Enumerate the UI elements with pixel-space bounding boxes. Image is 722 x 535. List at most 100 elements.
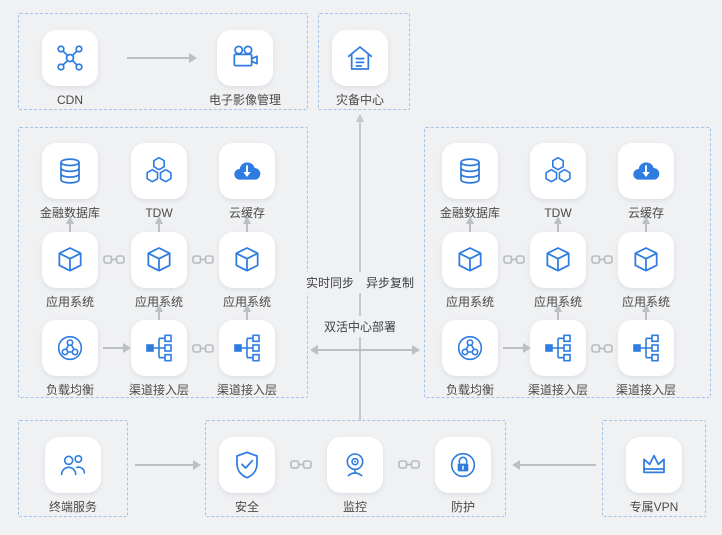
tile [42, 143, 98, 199]
node-monitoring: 监控 [310, 437, 400, 514]
tile [327, 437, 383, 493]
node-label: 灾备中心 [335, 93, 384, 107]
node-label: 渠道接入层 [615, 383, 676, 397]
node-label: 应用系统 [134, 295, 183, 309]
link-icon [103, 254, 125, 265]
node-label: 云缓存 [228, 206, 265, 220]
channel-access-icon [143, 332, 175, 364]
cdn-network-icon [54, 42, 86, 74]
link-icon [290, 459, 312, 470]
arrow-up [641, 216, 650, 232]
node-financial-db: 金融数据库 [25, 143, 115, 220]
tile [219, 143, 275, 199]
cloud-download-icon [231, 155, 263, 187]
video-camera-icon [229, 42, 261, 74]
dr-tile [332, 30, 388, 86]
arrow-up [465, 216, 474, 232]
node-app-system: 应用系统 [114, 232, 204, 309]
users-icon [57, 449, 89, 481]
arrow-terminal-to-security [135, 460, 201, 470]
node-label: 应用系统 [222, 295, 271, 309]
node-cloud-cache: 云缓存 [601, 143, 691, 220]
node-app-system: 应用系统 [601, 232, 691, 309]
tile [442, 232, 498, 288]
node-imaging: 电子影像管理 [200, 30, 290, 107]
zone-disaster-recovery [318, 13, 410, 110]
link-icon [591, 254, 613, 265]
node-label: 应用系统 [445, 295, 494, 309]
node-channel-access: 渠道接入层 [513, 320, 603, 397]
tile [45, 437, 101, 493]
node-label: 渠道接入层 [128, 383, 189, 397]
cube-icon [454, 244, 486, 276]
hexagons-icon [542, 155, 574, 187]
cube-icon [231, 244, 263, 276]
database-icon [54, 155, 86, 187]
node-cdn: CDN [25, 30, 115, 107]
link-icon [398, 459, 420, 470]
node-label: TDW [544, 206, 572, 220]
node-channel-access: 渠道接入层 [601, 320, 691, 397]
arrow-cdn-to-imaging [127, 53, 197, 63]
node-label: 电子影像管理 [208, 93, 281, 107]
node-cloud-cache: 云缓存 [202, 143, 292, 220]
arrow-up [641, 304, 650, 320]
cube-icon [54, 244, 86, 276]
disaster-recovery-house-icon [344, 42, 376, 74]
tile [530, 320, 586, 376]
node-disaster-recovery: 灾备中心 [315, 30, 405, 107]
zone-cdn-imaging [18, 13, 308, 110]
node-protection: 防护 [418, 437, 508, 514]
tile [131, 232, 187, 288]
cube-icon [542, 244, 574, 276]
node-label: 渠道接入层 [527, 383, 588, 397]
node-label: 负载均衡 [445, 383, 494, 397]
deploy-annotation: 双活中心部署 [317, 316, 403, 337]
node-label: 应用系统 [45, 295, 94, 309]
arrow-up [242, 216, 251, 232]
load-balancer-icon [54, 332, 86, 364]
arrow-up [154, 304, 163, 320]
tile [219, 437, 275, 493]
node-app-system: 应用系统 [202, 232, 292, 309]
tile [618, 232, 674, 288]
node-label: 金融数据库 [39, 206, 100, 220]
tile [626, 437, 682, 493]
shield-check-icon [231, 449, 263, 481]
lock-icon [447, 449, 479, 481]
node-terminal-services: 终端服务 [28, 437, 118, 514]
node-app-system: 应用系统 [513, 232, 603, 309]
node-label: 终端服务 [48, 500, 97, 514]
node-label: 安全 [234, 500, 259, 514]
link-icon [192, 343, 214, 354]
node-tdw: TDW [114, 143, 204, 220]
node-financial-db: 金融数据库 [425, 143, 515, 220]
tile [131, 143, 187, 199]
tile [618, 320, 674, 376]
tile [42, 320, 98, 376]
node-label: TDW [145, 206, 173, 220]
arrow-vpn-to-protection [512, 460, 596, 470]
zone-vpn [602, 420, 706, 517]
cdn-tile [42, 30, 98, 86]
node-label: CDN [57, 93, 83, 107]
camera-monitor-icon [339, 449, 371, 481]
arrow-up [154, 216, 163, 232]
arrow-up [242, 304, 251, 320]
node-label: 云缓存 [627, 206, 664, 220]
channel-access-icon [542, 332, 574, 364]
tile [219, 232, 275, 288]
zone-active-center-left [18, 127, 308, 398]
tile [530, 232, 586, 288]
cube-icon [143, 244, 175, 276]
node-label: 监控 [342, 500, 367, 514]
node-label: 金融数据库 [439, 206, 500, 220]
tile [618, 143, 674, 199]
node-app-system: 应用系统 [425, 232, 515, 309]
tile [131, 320, 187, 376]
imaging-tile [217, 30, 273, 86]
tile [442, 320, 498, 376]
dual-active-double-arrow [310, 345, 420, 355]
link-icon [192, 254, 214, 265]
tile [42, 232, 98, 288]
